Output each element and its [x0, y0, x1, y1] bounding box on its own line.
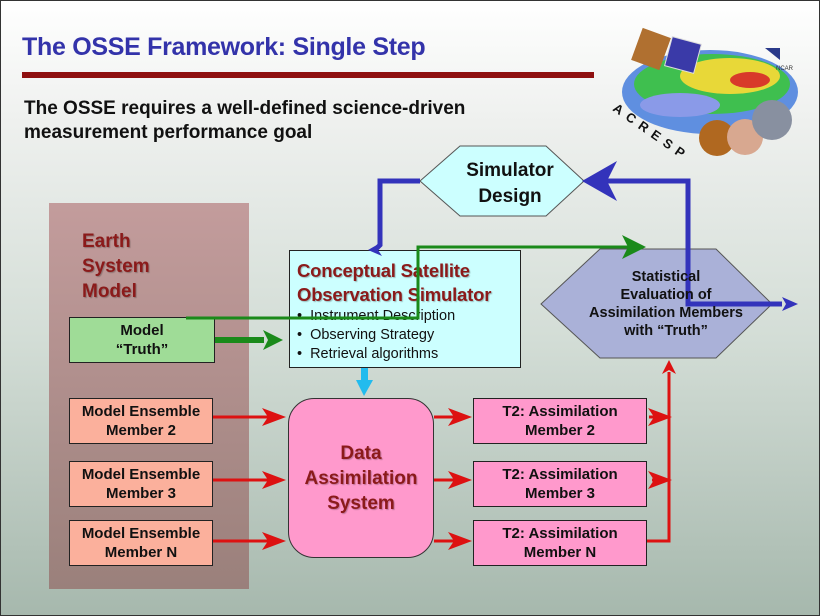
member-line1: Model Ensemble	[81, 466, 201, 483]
simulator-to-das-arrow	[361, 368, 368, 382]
evaluation-output-arrow	[685, 300, 782, 307]
ensemble-member-box[interactable]: Model Ensemble Member 2	[69, 398, 213, 444]
smokestack-photo-icon	[699, 120, 735, 156]
member-line1: Model Ensemble	[81, 525, 201, 542]
assim-line1: T2: Assimilation	[502, 403, 618, 420]
truth-to-evaluation-line	[186, 235, 646, 320]
member-line2: Member 3	[105, 485, 177, 502]
assim-line2: Member 3	[524, 485, 596, 502]
arrowhead-icon	[368, 242, 382, 256]
das-line2: Assimilation	[304, 467, 418, 489]
ensemble-member-box[interactable]: Model Ensemble Member N	[69, 520, 213, 566]
assimilation-member-box[interactable]: T2: Assimilation Member N	[473, 520, 647, 566]
satellite-simulator-box[interactable]: Conceptual Satellite Observation Simulat…	[289, 250, 521, 368]
acresp-logo: NCAR ACRESP	[610, 27, 798, 160]
arrowhead-icon	[263, 330, 283, 350]
ncar-label: NCAR	[776, 66, 794, 72]
model-truth-line1: Model	[120, 322, 164, 339]
arrowhead-icon	[356, 380, 373, 396]
simulator-title: Conceptual Satellite Observation Simulat…	[297, 260, 492, 305]
member-line1: Model Ensemble	[81, 403, 201, 420]
earth-system-model-label: Earth System Model	[82, 231, 150, 302]
ensemble-member-box[interactable]: Model Ensemble Member 3	[69, 461, 213, 507]
title-divider	[22, 72, 594, 78]
bullet-item: Observing Strategy	[297, 326, 520, 345]
assimilation-member-box[interactable]: T2: Assimilation Member 2	[473, 398, 647, 444]
arrowhead-icon	[662, 360, 676, 374]
city-photo-icon	[752, 100, 792, 140]
bullet-item: Retrieval algorithms	[297, 345, 520, 364]
data-assimilation-system-box[interactable]: Data Assimilation System	[288, 398, 434, 558]
simulator-design-label: Simulator Design	[466, 160, 554, 207]
arrowhead-icon	[782, 297, 798, 311]
assimilation-member-box[interactable]: T2: Assimilation Member 3	[473, 461, 647, 507]
statistical-evaluation-label: Statistical Evaluation of Assimilation M…	[589, 269, 743, 339]
assim-line2: Member N	[523, 544, 597, 561]
das-line3: System	[327, 492, 395, 514]
satellite-icon	[631, 27, 702, 74]
ncar-logo-icon: NCAR	[765, 48, 794, 72]
assim-line1: T2: Assimilation	[502, 466, 618, 483]
das-line1: Data	[340, 442, 382, 464]
assim-line2: Member 2	[524, 422, 596, 439]
feedback-arrow-to-design	[582, 161, 691, 300]
model-truth-line2: “Truth”	[115, 341, 169, 358]
member-line2: Member 2	[105, 422, 177, 439]
assim-line1: T2: Assimilation	[502, 525, 618, 542]
model-truth-box[interactable]: Model “Truth”	[69, 317, 215, 363]
slide-title: The OSSE Framework: Single Step	[22, 33, 426, 61]
member-line2: Member N	[104, 544, 178, 561]
assimilation-to-evaluation-arrow	[647, 372, 671, 543]
slide-subtitle: The OSSE requires a well-defined science…	[24, 98, 466, 143]
design-to-simulator-arrow	[374, 178, 420, 251]
